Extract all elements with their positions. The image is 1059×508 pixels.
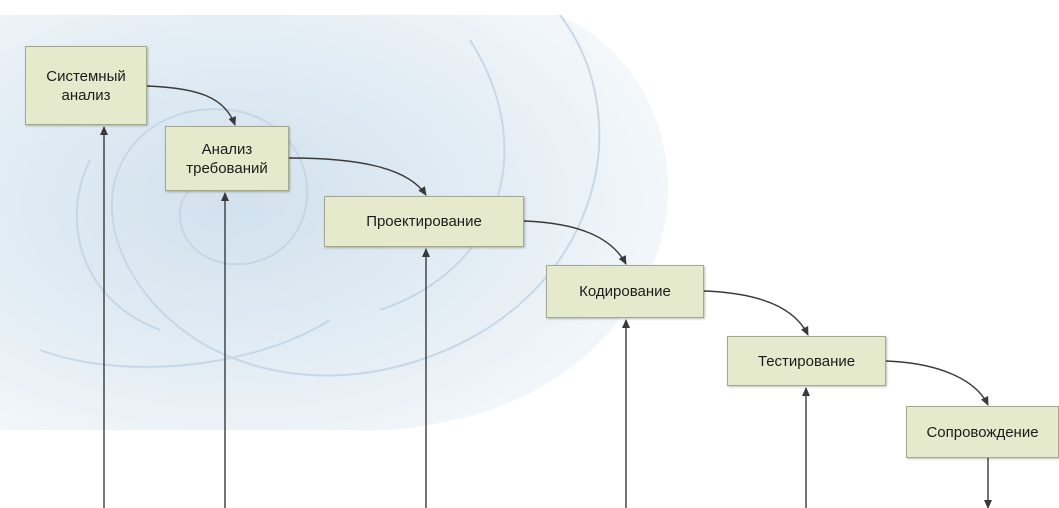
stage-maintenance: Сопровождение [906,406,1059,458]
stage-testing: Тестирование [727,336,886,386]
stage-coding: Кодирование [546,265,704,318]
stage-design: Проектирование [324,196,524,247]
stage-requirements-analysis: Анализ требований [165,126,289,191]
stage-system-analysis: Системный анализ [25,46,147,125]
